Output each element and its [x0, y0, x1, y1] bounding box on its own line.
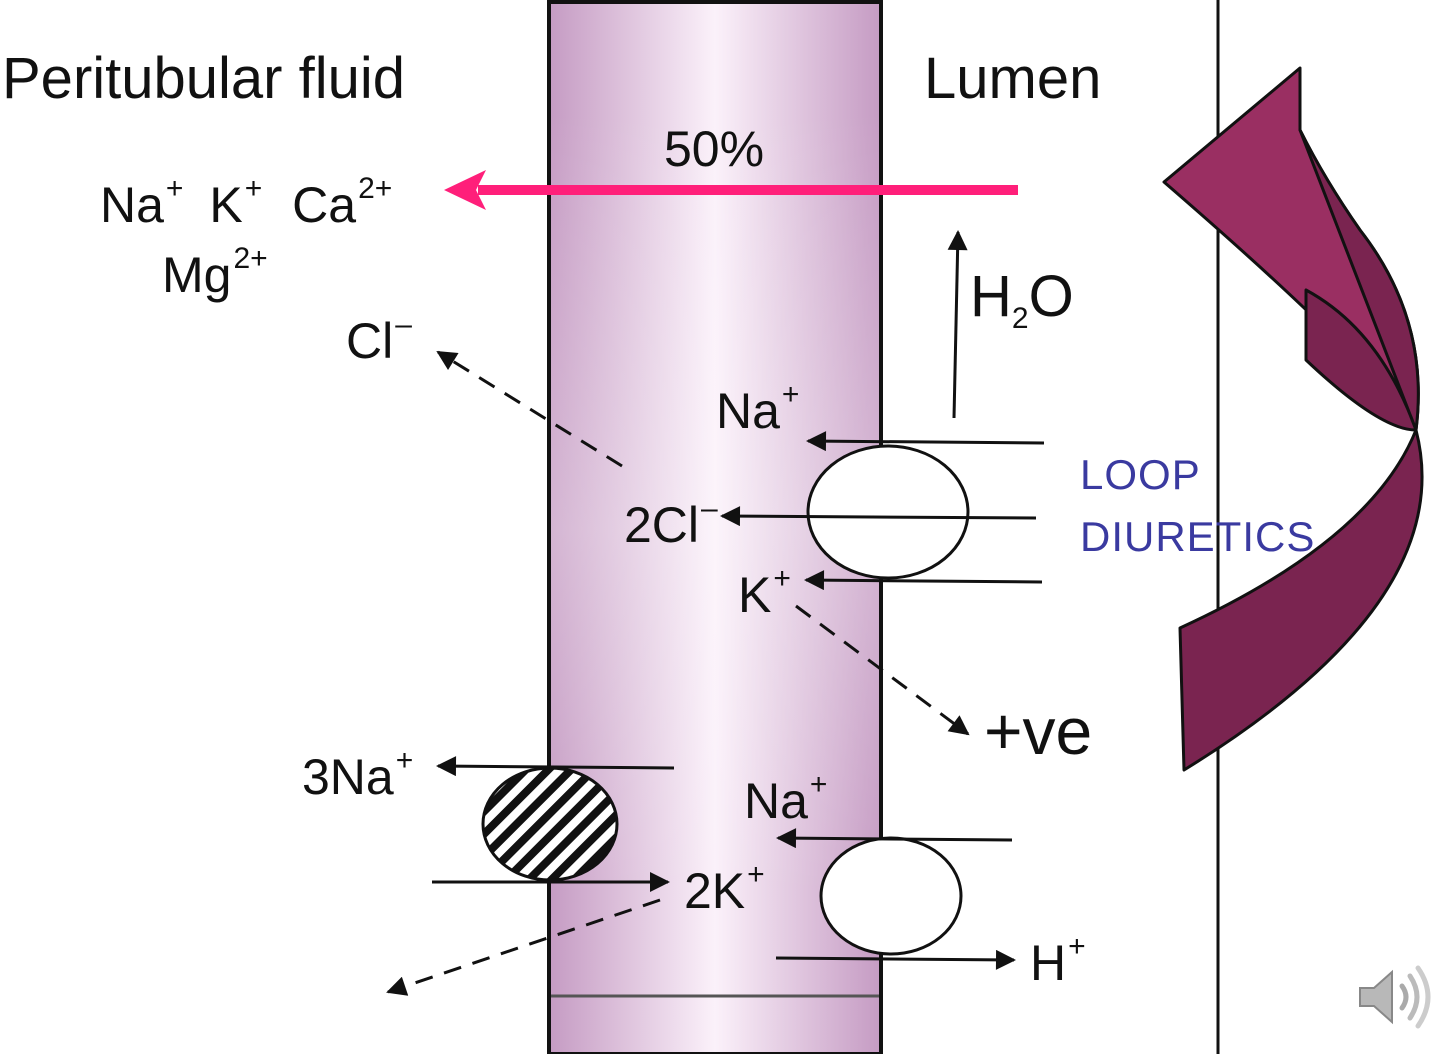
- chloride-exit-dashed-arrow: [436, 350, 623, 468]
- ion-k: K: [209, 177, 243, 233]
- nkcc2-na-label: Na+: [716, 378, 800, 439]
- lumen-positive-potential: +ve: [984, 694, 1093, 768]
- exchanger-na-arrow: [776, 828, 1013, 849]
- pump-k-label: 2K+: [684, 858, 765, 919]
- paracellular-arrowhead: [444, 170, 486, 210]
- peritubular-fluid-label: Peritubular fluid: [2, 46, 405, 111]
- ion-k-charge: +: [244, 172, 263, 205]
- pump-na-label: 3Na+: [302, 744, 414, 805]
- exchanger-na-label: Na+: [744, 768, 828, 829]
- nkcc2-cl-label: 2Cl–: [624, 492, 718, 553]
- nkcc2-na-arrow: [806, 431, 1045, 452]
- nkcc2-k-label: K+: [738, 562, 791, 623]
- ion-na: Na: [100, 177, 164, 233]
- na-k-atpase-pump: [481, 766, 619, 882]
- nkcc2-cl-arrow: [720, 506, 1037, 527]
- ion-na-charge: +: [165, 172, 184, 205]
- ion-ca: Ca: [292, 177, 357, 233]
- lumen-label: Lumen: [924, 46, 1102, 111]
- nkcc2-cotransporter: [806, 444, 970, 580]
- pump-k-leak-dashed-arrow: [386, 898, 661, 996]
- paracellular-percent: 50%: [664, 121, 765, 177]
- na-h-exchanger: [819, 836, 963, 956]
- ion-ca-charge: 2+: [358, 172, 393, 205]
- loop-diuretics-curved-arrow-body: [1178, 128, 1424, 772]
- water-label: H2O: [970, 264, 1074, 335]
- nkcc2-k-arrow: [804, 570, 1043, 591]
- exchanger-h-arrow: [775, 949, 1016, 970]
- speaker-icon[interactable]: [1356, 962, 1436, 1032]
- water-arrow: [947, 230, 968, 419]
- potassium-recycling-dashed-arrow: [795, 604, 970, 736]
- paracellular-ions-row1: Na+ K+ Ca2+: [100, 172, 393, 233]
- ion-mg: Mg: [162, 247, 232, 303]
- chloride-exit-label: Cl–: [346, 308, 412, 369]
- loop-diuretics-label-line1: LOOP: [1080, 451, 1201, 498]
- paracellular-ions-row2: Mg2+: [162, 242, 268, 303]
- pump-na-arrow: [436, 756, 675, 777]
- ion-mg-charge: 2+: [233, 242, 268, 275]
- loop-diuretics-label-line2: DIURETICS: [1080, 513, 1316, 560]
- exchanger-h-label: H+: [1030, 930, 1086, 991]
